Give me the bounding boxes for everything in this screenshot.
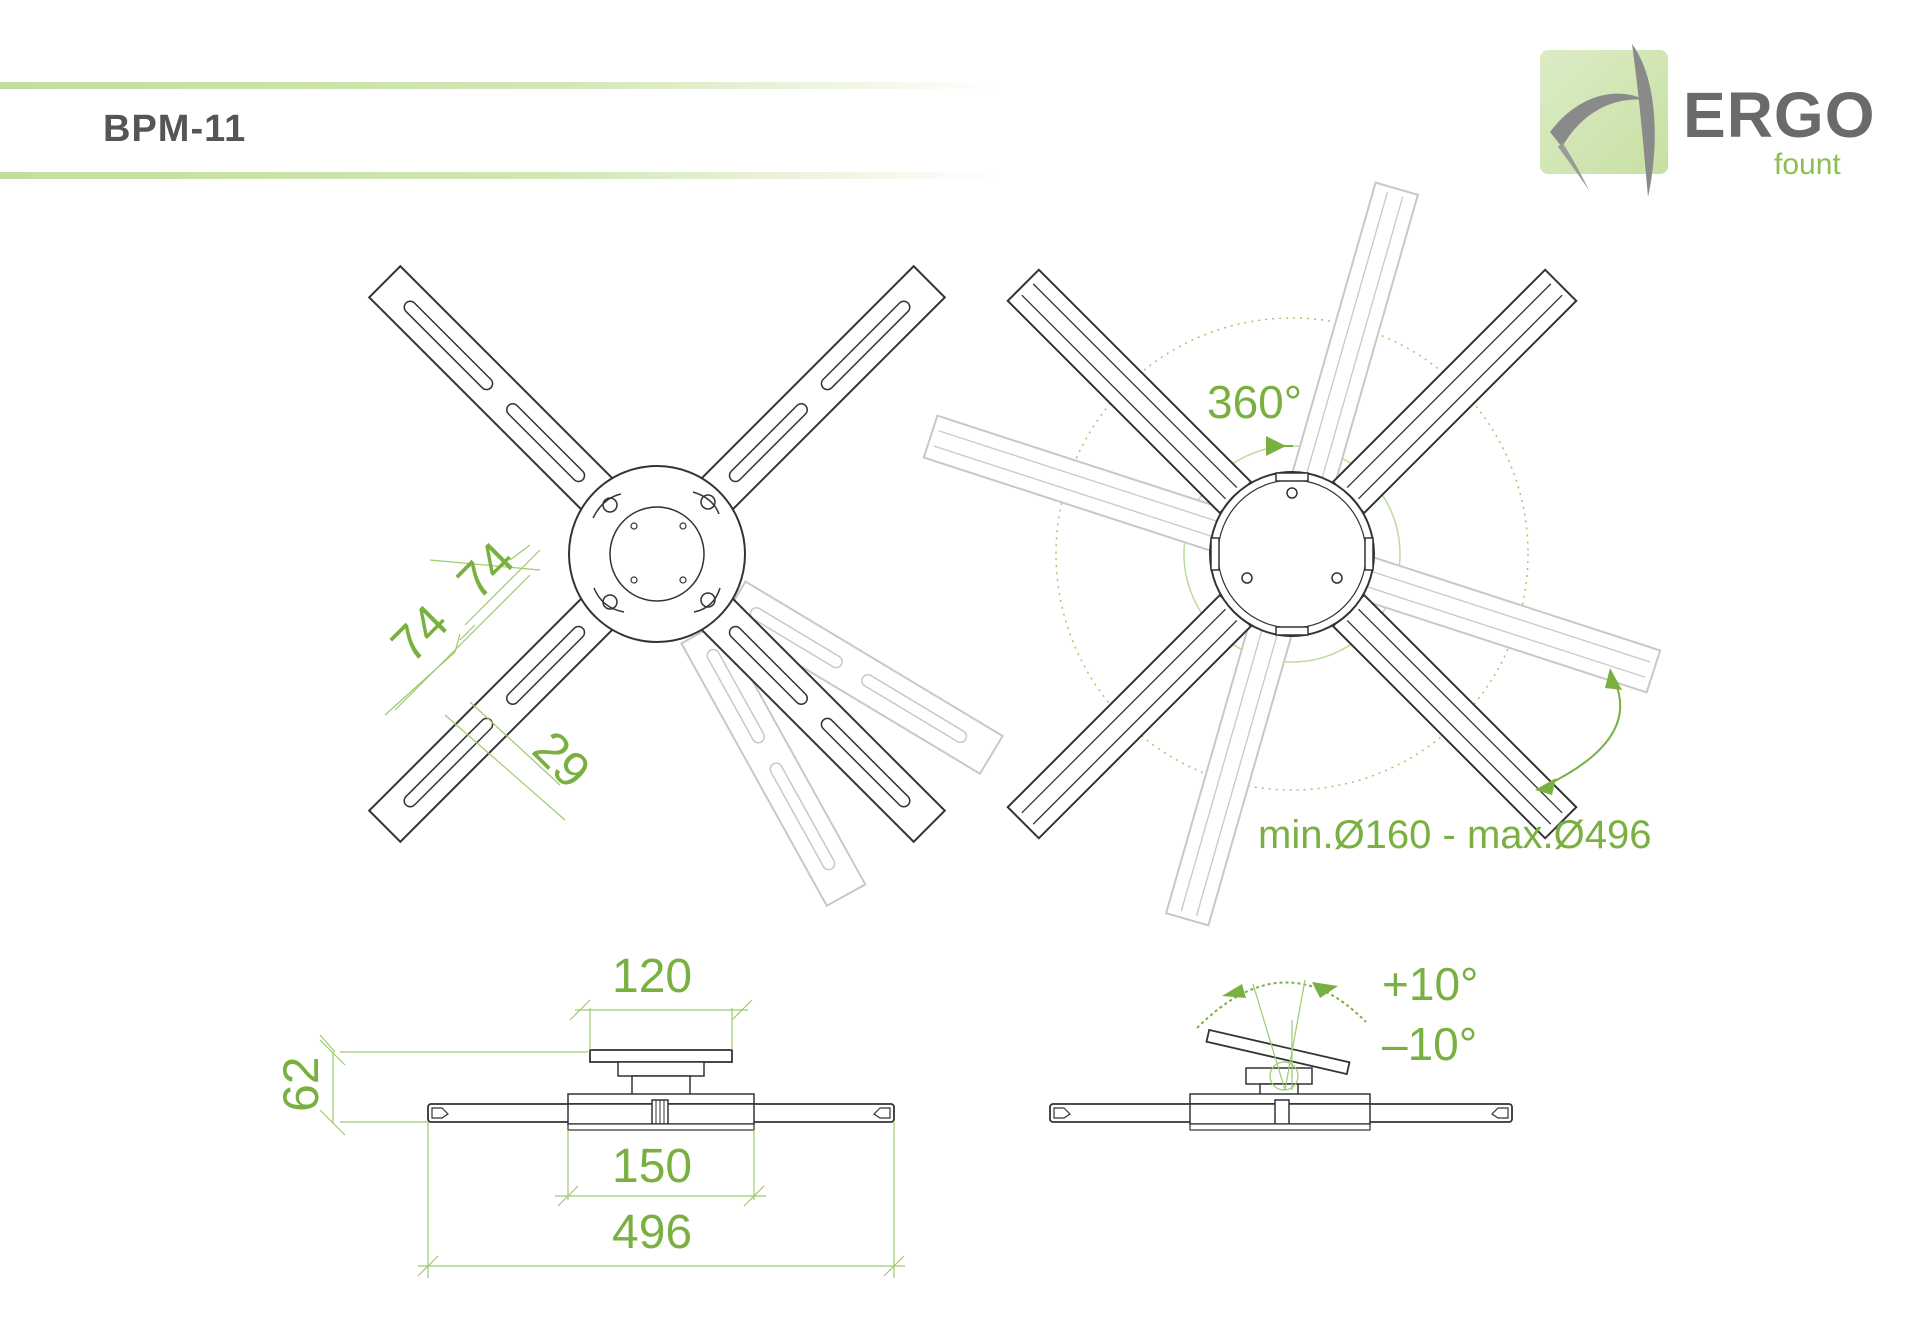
tilted-plate [1205, 1028, 1351, 1076]
range-label: min.Ø160 - max.Ø496 [1258, 813, 1652, 857]
model-title: BPM-11 [103, 108, 247, 150]
top-plate [589, 1049, 733, 1063]
dim-496: 496 [612, 1206, 692, 1259]
tilt-arc [1196, 981, 1367, 1029]
header-top-line [0, 82, 1000, 89]
tilt-up-label: +10° [1382, 958, 1478, 1010]
header-band [0, 0, 1000, 190]
dim-62: 62 [273, 1056, 329, 1112]
view-top-right: 360° min.Ø160 - max.Ø496 [922, 181, 1662, 927]
logo-sub-text: fount [1774, 148, 1841, 181]
logo-swoosh-icon [1550, 44, 1655, 197]
dim-120: 120 [612, 950, 692, 1003]
dim-74-a: 74 [380, 594, 459, 673]
hub-inner [609, 506, 705, 602]
tilt-arrow-right-icon [1312, 982, 1338, 998]
rotation-arrow-icon [1266, 436, 1286, 456]
dim-150: 150 [612, 1140, 692, 1193]
tilt-down-label: –10° [1382, 1018, 1477, 1070]
arm-upper-left [368, 265, 614, 511]
rotating-hub-inner [1217, 479, 1367, 629]
view-bottom-right: +10° –10° [1049, 958, 1513, 1131]
view-top-left: 74 74 29 [368, 265, 1004, 907]
range-circle-max [1055, 317, 1529, 791]
tilt-arrow-left-icon [1222, 984, 1246, 998]
brand-logo: ERGO fount [1540, 42, 1874, 202]
logo-brand-text: ERGO [1683, 79, 1876, 151]
header-bottom-line [0, 172, 1000, 179]
dim-74-b: 74 [446, 531, 525, 610]
range-arrow-icon [1544, 681, 1622, 787]
view-bottom-left: 62 120 150 496 [273, 950, 905, 1278]
rotation-label: 360° [1207, 376, 1302, 428]
arm-upper-right [700, 265, 946, 511]
dim-29: 29 [522, 720, 601, 799]
